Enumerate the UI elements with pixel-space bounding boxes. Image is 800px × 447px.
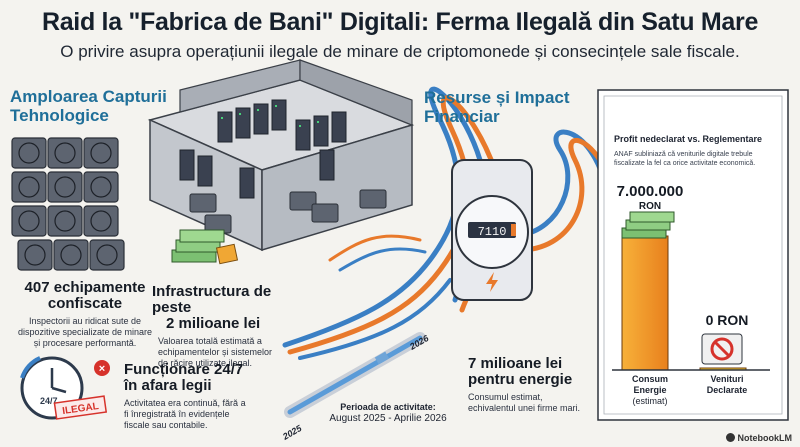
prohibited-icon	[701, 333, 743, 365]
money-stack-icon	[171, 229, 239, 265]
page-title: Raid la "Fabrica de Bani" Digitali: Ferm…	[41, 8, 759, 36]
ilegal-stamp: ILEGAL	[53, 395, 108, 420]
chart-title: Profit nedeclarat vs. Reglementare	[614, 134, 763, 144]
stat-energy: 7 milioane lei pentru energie Consumul e…	[468, 355, 581, 414]
brand-icon	[725, 433, 735, 442]
stat-equipment: 407 echipamente confiscate Inspectorii a…	[17, 279, 153, 349]
bar-value-label-revenue: 0 RON	[705, 312, 749, 328]
power-meter-icon: 7110	[451, 159, 533, 301]
section-title-left: Amploarea Capturii Tehnologice	[10, 87, 167, 125]
bar-0	[621, 235, 669, 371]
mining-rigs-icon	[11, 137, 125, 271]
timeline-year-start: 2025	[280, 423, 304, 443]
svg-text:×: ×	[99, 363, 105, 375]
chart	[621, 235, 747, 371]
bar-value-label-energy: 7.000.000 RON	[616, 183, 684, 212]
timeline-year-end: 2026	[407, 333, 431, 353]
warehouse-icon	[147, 59, 415, 252]
cash-pile-icon	[621, 211, 675, 239]
page-subtitle: O privire asupra operațiunii ilegale de …	[60, 42, 740, 61]
stat-operation: Funcționare 24/7 în afara legii Activita…	[124, 361, 246, 431]
stat-infrastructure: Infrastructura de peste 2 milioane lei V…	[152, 283, 273, 369]
brand-logo: NotebookLM	[725, 433, 792, 443]
svg-text:ILEGAL: ILEGAL	[62, 401, 100, 417]
timeline-caption: Perioada de activitate: August 2025 - Ap…	[329, 402, 447, 424]
report-header: Profit nedeclarat vs. Reglementare ANAF …	[614, 134, 784, 168]
timeline-bar	[284, 332, 426, 418]
section-title-right: Resurse și Impact Financiar	[424, 88, 570, 126]
meter-digits: 7110	[478, 225, 507, 239]
clock-label: 24/7	[40, 396, 58, 406]
